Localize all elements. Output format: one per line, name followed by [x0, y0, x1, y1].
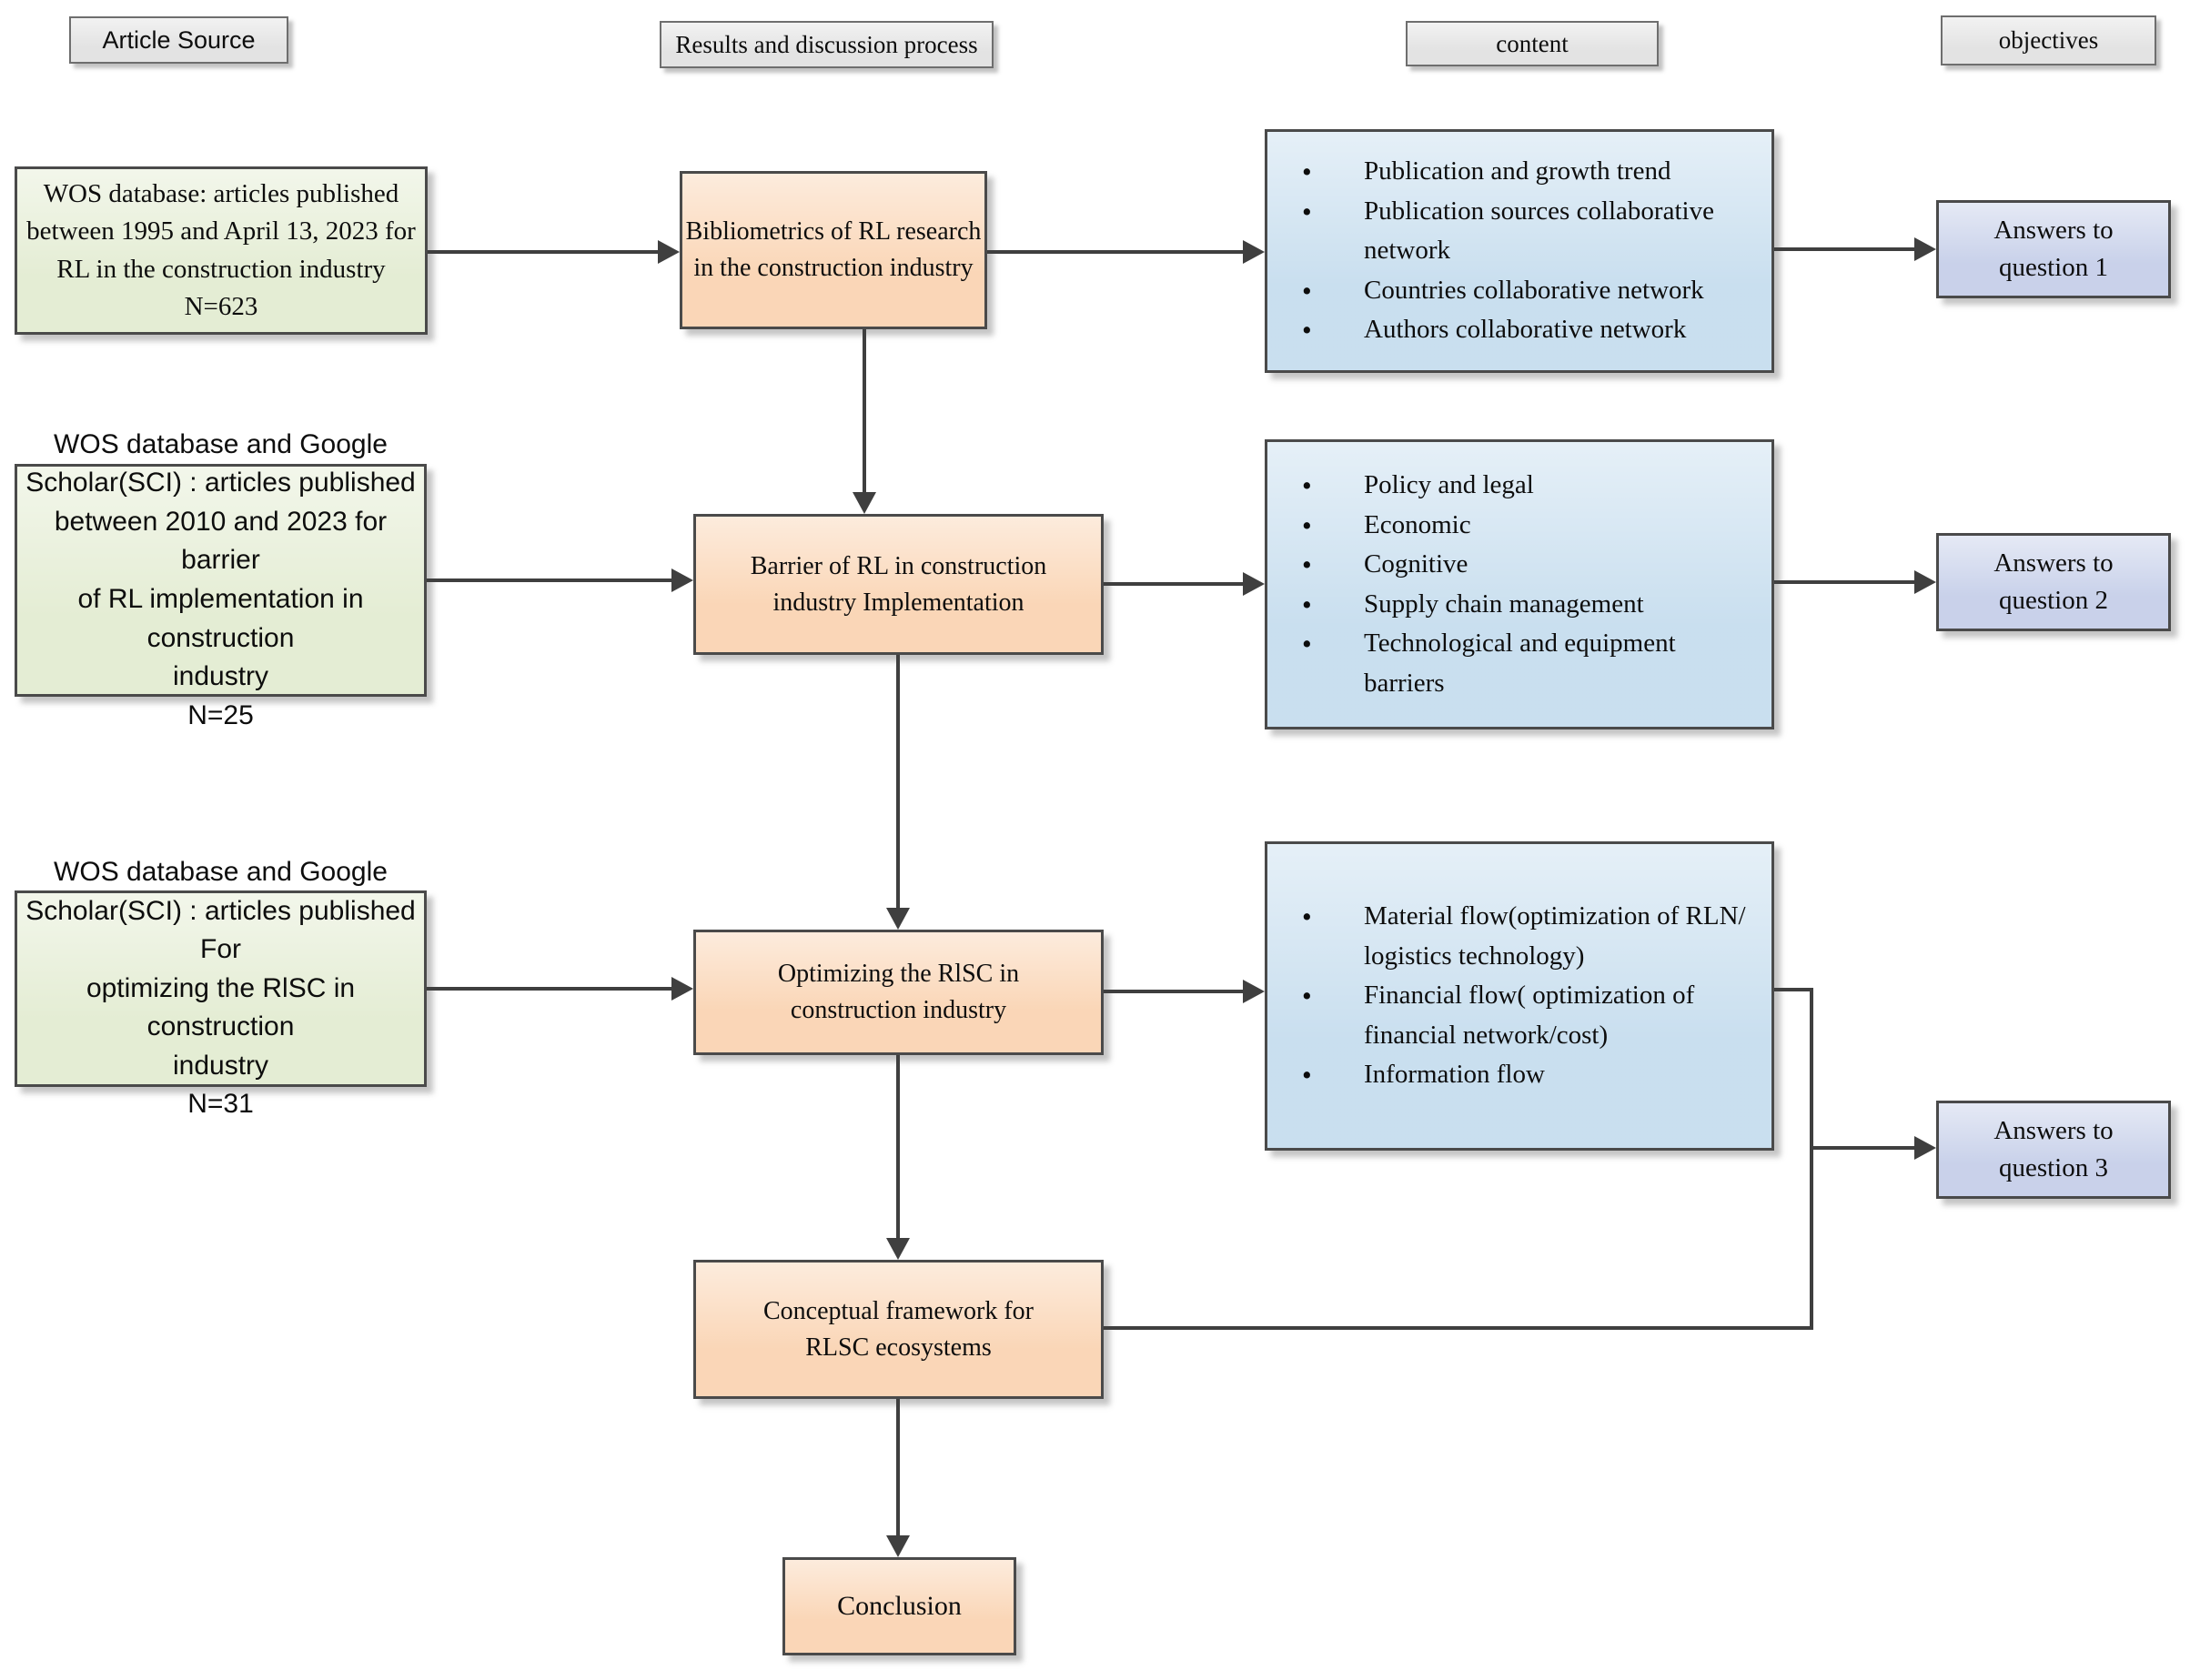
objective-box-answer-3: Answers to question 3	[1936, 1101, 2171, 1199]
header-content: content	[1406, 21, 1659, 66]
process-box-optimizing-label: Optimizing the RlSC in construction indu…	[777, 960, 1020, 1024]
arrowhead-into-content2	[1243, 572, 1265, 596]
connector-content2-answer2	[1774, 580, 1914, 584]
objective-box-answer-3-label: Answers to question 3	[1993, 1115, 2114, 1182]
connector-elbow-vertical	[1810, 988, 1813, 1330]
connector-content1-answer1	[1774, 247, 1914, 251]
bullet-item: Publication and growth trend	[1302, 152, 1755, 193]
header-content-label: content	[1496, 29, 1569, 57]
conceptual-framework-label: Conceptual framework for RLSC ecosystems	[763, 1296, 1034, 1362]
connector-elbow-answer3	[1810, 1146, 1914, 1150]
arrowhead-into-process3-left	[671, 977, 693, 1001]
process-box-barrier-label: Barrier of RL in construction industry I…	[750, 551, 1047, 617]
connector-process3-content3	[1104, 990, 1243, 993]
arrowhead-into-process2-left	[671, 568, 693, 592]
process-box-barrier: Barrier of RL in construction industry I…	[693, 514, 1104, 655]
bullet-item: Countries collaborative network	[1302, 271, 1755, 312]
content-box-bibliometrics-list: Publication and growth trendPublication …	[1267, 152, 1771, 351]
process-box-bibliometrics-label: Bibliometrics of RL research in the cons…	[685, 217, 982, 282]
conclusion-label: Conclusion	[837, 1590, 962, 1621]
connector-process2-process3	[896, 655, 900, 908]
process-box-optimizing: Optimizing the RlSC in construction indu…	[693, 930, 1104, 1055]
arrowhead-into-content1	[1243, 240, 1265, 264]
content-box-flows-list: Material flow(optimization of RLN/ logis…	[1267, 897, 1771, 1096]
arrowhead-into-process1	[658, 240, 680, 264]
connector-content3-elbow	[1774, 988, 1813, 991]
source-box-optimizing-text: WOS database and Google Scholar(SCI) : a…	[25, 856, 416, 1120]
header-objectives: objectives	[1941, 15, 2156, 65]
connector-process1-content1	[987, 250, 1243, 254]
arrowhead-into-answer3	[1914, 1136, 1936, 1160]
objective-box-answer-1-label: Answers to question 1	[1993, 215, 2114, 282]
content-box-flows: Material flow(optimization of RLN/ logis…	[1265, 841, 1774, 1151]
header-objectives-label: objectives	[1998, 26, 2099, 55]
connector-process1-process2	[863, 329, 866, 492]
source-box-barrier-text: WOS database and Google Scholar(SCI) : a…	[25, 428, 416, 730]
header-article-source: Article Source	[69, 16, 288, 64]
header-article-source-label: Article Source	[102, 25, 256, 54]
arrowhead-into-answer1	[1914, 237, 1936, 261]
bullet-item: Authors collaborative network	[1302, 310, 1755, 351]
bullet-item: Cognitive	[1302, 545, 1755, 586]
content-box-barriers: Policy and legalEconomicCognitiveSupply …	[1265, 439, 1774, 729]
connector-conceptual-conclusion	[896, 1399, 900, 1535]
source-box-wos-1995: WOS database: articles published between…	[15, 166, 428, 335]
bullet-item: Information flow	[1302, 1055, 1755, 1096]
bullet-item: Technological and equipment barriers	[1302, 624, 1755, 703]
bullet-item: Policy and legal	[1302, 466, 1755, 507]
objective-box-answer-2-label: Answers to question 2	[1993, 548, 2114, 615]
connector-source3-process3	[427, 987, 671, 991]
bullet-item: Publication sources collaborative networ…	[1302, 192, 1755, 271]
connector-process2-content2	[1104, 582, 1243, 586]
bullet-item: Supply chain management	[1302, 585, 1755, 626]
connector-process3-conceptual	[896, 1055, 900, 1238]
content-box-bibliometrics: Publication and growth trendPublication …	[1265, 129, 1774, 373]
arrowhead-into-content3	[1243, 980, 1265, 1003]
conceptual-framework-box: Conceptual framework for RLSC ecosystems	[693, 1260, 1104, 1399]
header-results-process: Results and discussion process	[660, 21, 994, 68]
connector-source2-process2	[427, 578, 671, 582]
source-box-optimizing: WOS database and Google Scholar(SCI) : a…	[15, 857, 427, 1119]
arrowhead-into-answer2	[1914, 570, 1936, 594]
arrowhead-into-conceptual	[886, 1238, 910, 1260]
arrowhead-into-process3	[886, 908, 910, 930]
objective-box-answer-2: Answers to question 2	[1936, 533, 2171, 631]
process-box-bibliometrics: Bibliometrics of RL research in the cons…	[680, 171, 987, 329]
source-box-barrier: WOS database and Google Scholar(SCI) : a…	[15, 429, 427, 730]
bullet-item: Economic	[1302, 506, 1755, 547]
connector-conceptual-elbow	[1104, 1326, 1813, 1330]
bullet-item: Material flow(optimization of RLN/ logis…	[1302, 897, 1755, 976]
connector-source1-process1	[428, 250, 658, 254]
bullet-item: Financial flow( optimization of financia…	[1302, 976, 1755, 1055]
conclusion-box: Conclusion	[782, 1557, 1016, 1655]
header-results-process-label: Results and discussion process	[675, 30, 978, 58]
arrowhead-into-conclusion	[886, 1535, 910, 1557]
source-box-wos-1995-text: WOS database: articles published between…	[26, 179, 416, 321]
content-box-barriers-list: Policy and legalEconomicCognitiveSupply …	[1267, 466, 1771, 703]
arrowhead-into-process2	[853, 492, 876, 514]
objective-box-answer-1: Answers to question 1	[1936, 200, 2171, 298]
